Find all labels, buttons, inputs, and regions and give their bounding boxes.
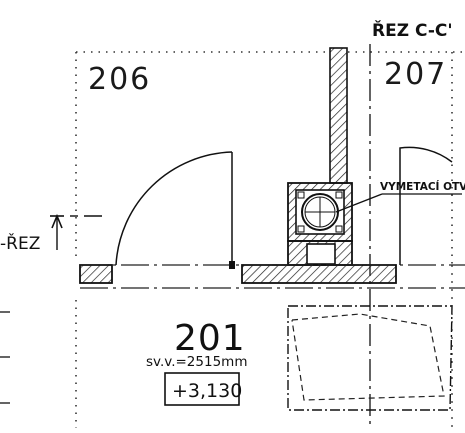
section-marker: -ŘEZ — [0, 213, 102, 254]
wall-axis-lines — [80, 264, 465, 289]
room-201-level: +3,130 — [172, 380, 242, 402]
door-swing-207 — [399, 146, 453, 265]
flue-lower-block — [287, 240, 353, 266]
section-title: ŘEZ C-C' — [372, 19, 453, 41]
vent-label: VYMETACÍ OTVOR — [380, 180, 465, 193]
ceiling-opening-inner — [291, 313, 445, 401]
room-border-206 — [75, 51, 330, 428]
room-number-201: 201 — [174, 318, 246, 359]
door-jamb-206 — [229, 261, 235, 269]
left-wall-stub — [79, 264, 113, 284]
section-marker-label: -ŘEZ — [0, 232, 40, 254]
door-swing-206 — [115, 151, 233, 266]
partition-wall — [329, 47, 348, 184]
left-tick-marks — [0, 311, 10, 404]
ceiling-opening-outline — [287, 305, 453, 411]
room-border-207 — [348, 51, 465, 265]
vent-leader-line — [335, 193, 383, 213]
room-201-level-box — [164, 372, 240, 406]
floor-slab — [241, 264, 397, 284]
room-201-clear-height: sv.v.=2515mm — [146, 354, 247, 370]
room-number-207: 207 — [384, 57, 447, 92]
chimney-flue-block — [287, 182, 353, 242]
room-number-206: 206 — [88, 62, 151, 97]
